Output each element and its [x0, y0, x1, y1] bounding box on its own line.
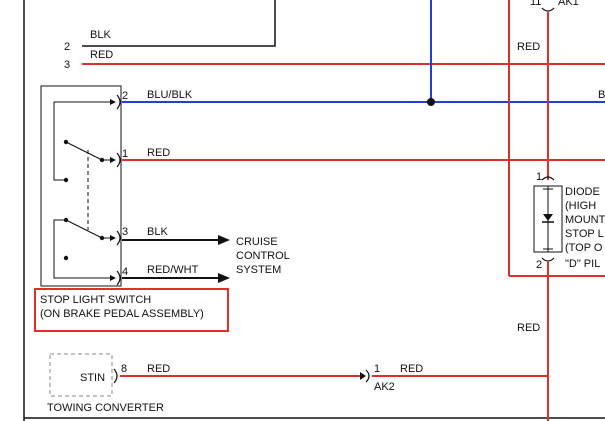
label-blu-right: B — [598, 89, 605, 101]
diode-connector-bottom — [541, 257, 555, 262]
label-red-mid: RED — [147, 147, 170, 159]
label-red-wht: RED/WHT — [147, 264, 199, 276]
connector-ak2-label: AK2 — [374, 381, 395, 393]
diode-triangle-icon — [543, 214, 553, 221]
switch-internal-wire-1 — [53, 101, 114, 181]
stop-light-switch-label: STOP LIGHT SWITCH (ON BRAKE PEDAL ASSEMB… — [40, 294, 204, 320]
label-red-right-upper: RED — [517, 41, 540, 53]
stop-light-switch-body — [40, 85, 122, 287]
arrow-icon — [360, 372, 366, 380]
pin-diode-2: 2 — [536, 259, 542, 271]
switch-blade-1 — [65, 141, 103, 161]
cruise-control-label: CRUISE CONTROL SYSTEM — [236, 236, 292, 276]
pin-3-top: 3 — [64, 59, 70, 71]
pin-switch-3: 3 — [122, 226, 128, 238]
arrow-icon — [218, 273, 230, 283]
diode-connector-top — [541, 176, 555, 181]
arrow-icon — [110, 99, 116, 105]
label-red-ak2: RED — [400, 363, 423, 375]
connector-pin-3 — [116, 230, 121, 246]
connector-pin-4 — [116, 270, 121, 286]
pin-ak1-11: 11 — [530, 0, 541, 8]
junction-dot — [427, 98, 435, 106]
pin-stin-8: 8 — [121, 363, 127, 375]
connector-ak2-symbol — [365, 369, 370, 383]
connector-pin-1 — [116, 152, 121, 168]
arrow-icon — [110, 275, 116, 281]
towing-converter-label: TOWING CONVERTER — [47, 402, 164, 414]
switch-contact-1a — [63, 177, 69, 183]
label-blk-top: BLK — [90, 29, 111, 41]
wire-blk-top — [82, 0, 276, 47]
diode-label: DIODE (HIGH MOUNT STOP L (TOP O "D" PIL — [565, 186, 605, 270]
pin-switch-1: 1 — [122, 148, 128, 160]
pin-switch-2: 2 — [122, 90, 128, 102]
label-red-right-lower: RED — [517, 322, 540, 334]
arrow-icon — [218, 235, 230, 245]
pin-ak2-1: 1 — [374, 363, 380, 375]
stin-label: STIN — [80, 372, 105, 384]
label-red-bottom: RED — [147, 363, 170, 375]
connector-stin-8 — [113, 368, 118, 384]
pin-switch-4: 4 — [122, 266, 128, 278]
switch-blade-2 — [65, 219, 103, 239]
stop-light-switch-highlight — [34, 288, 229, 332]
switch-internal-wire-3 — [53, 219, 114, 279]
label-red-top: RED — [90, 49, 113, 61]
label-blu-blk: BLU/BLK — [147, 89, 193, 101]
connector-ak1-label: AK1 — [558, 0, 579, 8]
arrow-icon — [110, 235, 116, 241]
label-blk-cruise: BLK — [147, 226, 168, 238]
pin-2-top: 2 — [64, 41, 70, 53]
connector-ak1-symbol — [541, 7, 555, 12]
arrow-icon — [110, 157, 116, 163]
pin-diode-1: 1 — [536, 171, 542, 183]
towing-converter-box — [49, 353, 113, 397]
connector-pin-2 — [116, 94, 121, 110]
switch-contact-2b — [63, 255, 69, 261]
